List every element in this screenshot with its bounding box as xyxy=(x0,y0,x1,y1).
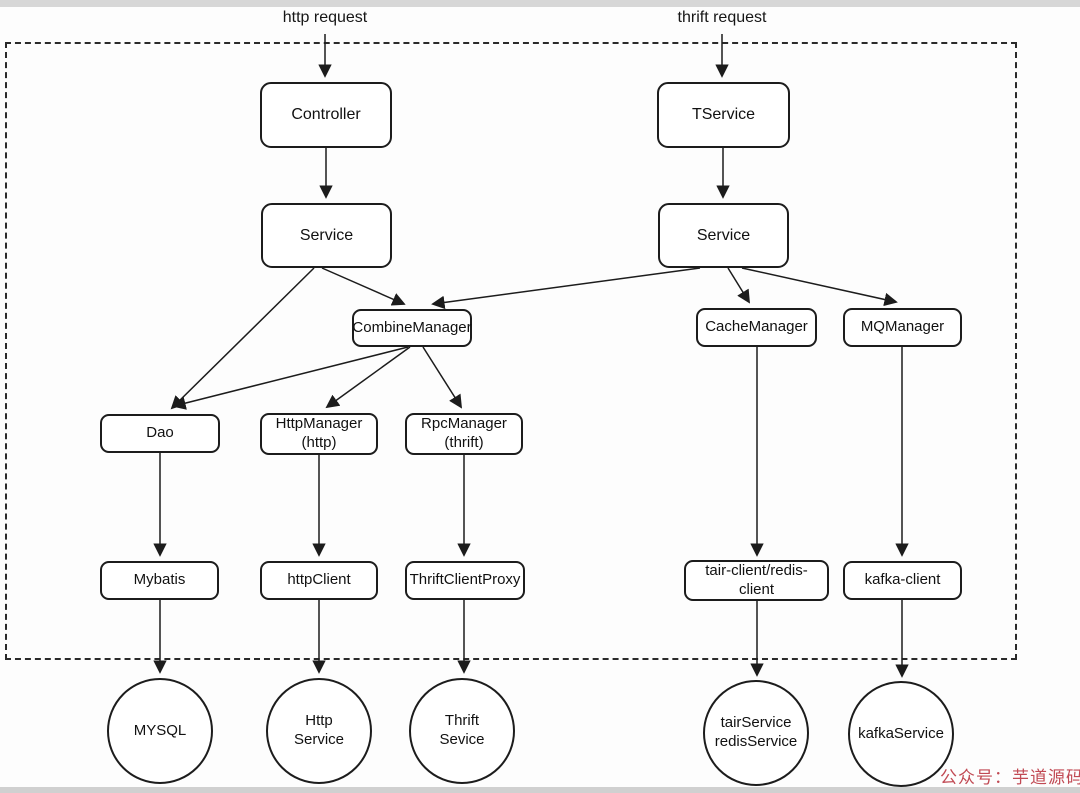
node-dao: Dao xyxy=(100,414,220,453)
bottom-gray-strip xyxy=(0,787,1080,793)
node-tservice: TService xyxy=(657,82,790,148)
node-combine-manager: CombineManager xyxy=(352,309,472,347)
node-http-manager: HttpManager (http) xyxy=(260,413,378,455)
http-request-label: http request xyxy=(282,9,368,26)
node-tair-redis-service: tairService redisService xyxy=(703,680,809,786)
node-service-right: Service xyxy=(658,203,789,268)
node-thrift-service: Thrift Sevice xyxy=(409,678,515,784)
node-rpc-manager: RpcManager (thrift) xyxy=(405,413,523,455)
node-mq-manager: MQManager xyxy=(843,308,962,347)
node-thrift-client-proxy: ThriftClientProxy xyxy=(405,561,525,600)
node-kafka-client: kafka-client xyxy=(843,561,962,600)
node-controller: Controller xyxy=(260,82,392,148)
top-gray-strip xyxy=(0,0,1080,7)
node-service-left: Service xyxy=(261,203,392,268)
node-mysql: MYSQL xyxy=(107,678,213,784)
node-tair-redis-client: tair-client/redis- client xyxy=(684,560,829,601)
service-boundary-frame xyxy=(5,42,1017,660)
node-cache-manager: CacheManager xyxy=(696,308,817,347)
thrift-request-label: thrift request xyxy=(677,9,767,26)
node-http-service: Http Service xyxy=(266,678,372,784)
node-http-client: httpClient xyxy=(260,561,378,600)
node-mybatis: Mybatis xyxy=(100,561,219,600)
watermark-text: 公众号：芋道源码 xyxy=(940,768,1080,787)
node-kafka-service: kafkaService xyxy=(848,681,954,787)
